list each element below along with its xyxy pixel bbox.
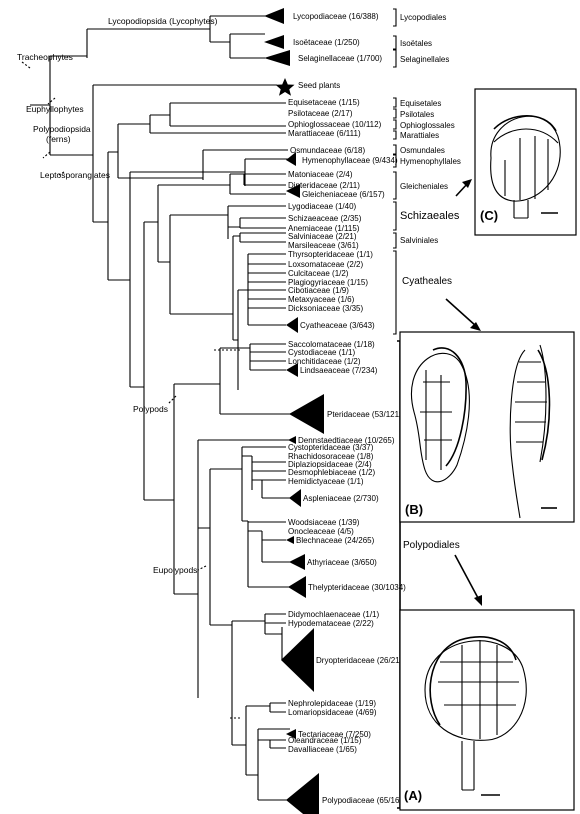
panel-b: (B)	[399, 331, 575, 523]
taxon-label: Dipteridaceae (2/11)	[288, 181, 360, 190]
taxon-label: Dicksoniaceae (3/35)	[288, 304, 363, 313]
taxon-label: Matoniaceae (2/4)	[288, 170, 353, 179]
taxon-label: Ophioglossaceae (10/112)	[288, 120, 382, 129]
order-labels: Lycopodiales Isoëtales Selaginellales Eq…	[400, 13, 461, 551]
taxon-label: Cyatheaceae (3/643)	[300, 321, 375, 330]
order-label: Isoëtales	[400, 39, 432, 48]
taxon-label: Gleicheniaceae (6/157)	[302, 190, 385, 199]
order-label: Marattiales	[400, 131, 439, 140]
taxon-label: Oleandraceae (1/15)	[288, 736, 362, 745]
tracheophytes-label: Tracheophytes	[17, 52, 73, 62]
taxon-label: Psilotaceae (2/17)	[288, 109, 353, 118]
taxon-label: Cibotiaceae (1/9)	[288, 286, 349, 295]
eupolypods-label: Eupolypods	[153, 565, 197, 575]
order-label: Polypodiales	[403, 540, 460, 551]
taxon-label: Salviniaceae (2/21)	[288, 232, 357, 241]
taxon-label: Nephrolepidaceae (1/19)	[288, 699, 376, 708]
taxon-label: Diplaziopsidaceae (2/4)	[288, 460, 372, 469]
taxon-label: Marsileaceae (3/61)	[288, 241, 359, 250]
order-label: Equisetales	[400, 99, 441, 108]
leptosporangiates-label: Leptosporangiates	[40, 170, 110, 180]
taxon-label: Aspleniaceae (2/730)	[303, 494, 379, 503]
order-label: Gleicheniales	[400, 182, 448, 191]
taxon-label: Hymenophyllaceae (9/434)	[302, 156, 398, 165]
taxon-label: Cystopteridaceae (3/37)	[288, 443, 374, 452]
taxon-label: Davalliaceae (1/65)	[288, 745, 357, 754]
order-label: Hymenophyllales	[400, 157, 461, 166]
order-label: Lycopodiales	[400, 13, 446, 22]
taxon-label: Didymochlaenaceae (1/1)	[288, 610, 379, 619]
seed-plants-star	[275, 78, 295, 96]
order-label: Ophioglossales	[400, 121, 455, 130]
taxon-label: Loxsomataceae (2/2)	[288, 260, 363, 269]
taxon-label: Athyriaceae (3/650)	[307, 558, 377, 567]
taxon-label: Metaxyaceae (1/6)	[288, 295, 355, 304]
taxon-label: Woodsiaceae (1/39)	[288, 518, 360, 527]
taxon-label: Thelypteridaceae (30/1034)	[308, 583, 406, 592]
panel-b-label: (B)	[405, 502, 423, 517]
taxon-label: Lindsaeaceae (7/234)	[300, 366, 378, 375]
clade-triangles	[264, 8, 324, 814]
taxon-label: Dryopteridaceae (26/2115)	[316, 656, 411, 665]
taxon-label: Desmophlebiaceae (1/2)	[288, 468, 375, 477]
taxon-label: Lygodiaceae (1/40)	[288, 202, 357, 211]
taxon-label: Culcitaceae (1/2)	[288, 269, 349, 278]
taxon-label: Lycopodiaceae (16/388)	[293, 12, 379, 21]
order-label: Schizaeales	[400, 210, 460, 222]
taxon-label: Saccolomataceae (1/18)	[288, 340, 375, 349]
order-label: Osmundales	[400, 146, 445, 155]
taxon-label: Tectariaceae (7/250)	[298, 730, 371, 739]
taxon-label: Osmundaceae (6/18)	[290, 146, 365, 155]
taxon-label: Seed plants	[298, 81, 340, 90]
taxon-label: Lomariopsidaceae (4/69)	[288, 708, 377, 717]
taxon-label: Isoëtaceae (1/250)	[293, 38, 360, 47]
euphyllophytes-label: Euphyllophytes	[26, 104, 84, 114]
panel-a-label: (A)	[404, 788, 422, 803]
order-label: Selaginellales	[400, 55, 449, 64]
taxon-label: Schizaeaceae (2/35)	[288, 214, 362, 223]
taxon-label: Lonchitidaceae (1/2)	[288, 357, 361, 366]
panel-c: (C)	[474, 88, 577, 236]
panel-c-label: (C)	[480, 208, 498, 223]
taxon-label: Dennstaedtiaceae (10/265)	[298, 436, 395, 445]
taxon-label: Selaginellaceae (1/700)	[298, 54, 382, 63]
taxon-label: Marattiaceae (6/111)	[288, 129, 361, 138]
ferns-label: (ferns)	[46, 134, 71, 144]
taxon-label: Equisetaceae (1/15)	[288, 98, 360, 107]
taxon-label: Plagiogyriaceae (1/15)	[288, 278, 368, 287]
taxon-label: Hemidictyaceae (1/1)	[288, 477, 364, 486]
polypods-label: Polypods	[133, 404, 168, 414]
panel-a: (A)	[399, 609, 575, 811]
taxon-label: Pteridaceae (53/1211)	[327, 410, 406, 419]
taxon-labels: Lycopodiaceae (16/388) Isoëtaceae (1/250…	[288, 12, 411, 805]
taxon-label: Polypodiaceae (65/1652)	[322, 796, 411, 805]
taxon-label: Anemiaceae (1/115)	[288, 224, 360, 233]
arrows	[445, 179, 482, 606]
taxon-label: Onocleaceae (4/5)	[288, 527, 354, 536]
taxon-label: Hypodemataceae (2/22)	[288, 619, 374, 628]
taxon-label: Cystodiaceae (1/1)	[288, 348, 355, 357]
tree-branches	[30, 15, 290, 801]
order-label: Psilotales	[400, 110, 434, 119]
order-label: Cyatheales	[402, 276, 452, 287]
lycopodiopsida-label: Lycopodiopsida (Lycophytes)	[108, 16, 218, 26]
order-brackets	[393, 8, 401, 809]
taxon-label: Blechnaceae (24/265)	[296, 536, 375, 545]
order-label: Salviniales	[400, 236, 438, 245]
taxon-label: Thyrsopteridaceae (1/1)	[288, 250, 373, 259]
taxon-label: Rhachidosoraceae (1/8)	[288, 452, 374, 461]
polypodiopsida-label: Polypodiopsida	[33, 124, 91, 134]
